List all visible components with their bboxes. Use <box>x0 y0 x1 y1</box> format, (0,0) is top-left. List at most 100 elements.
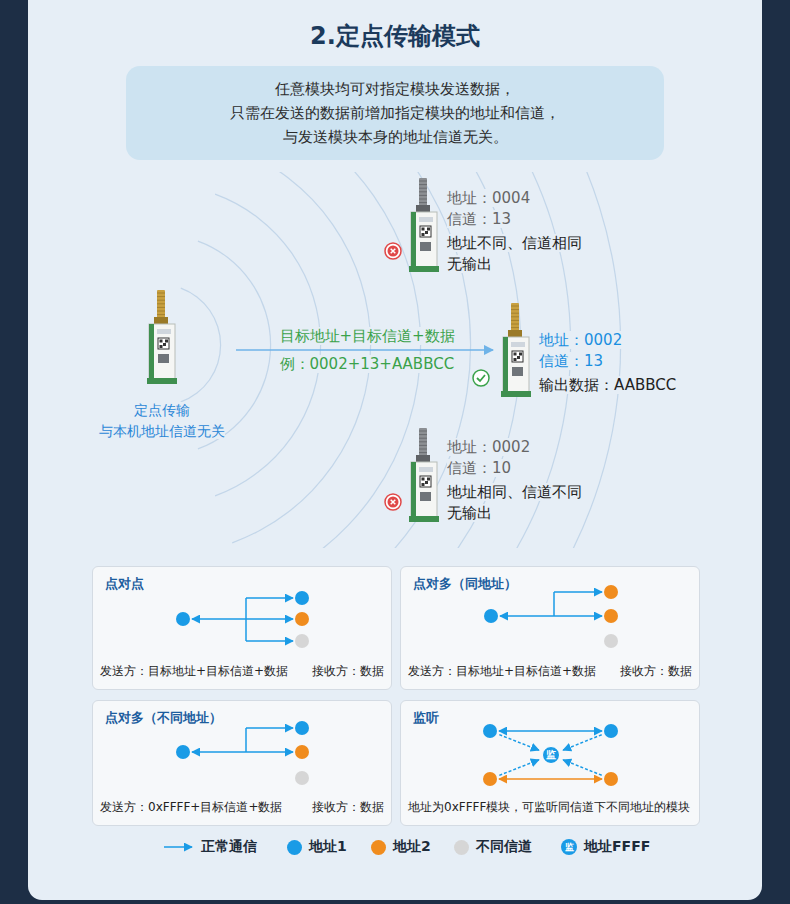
link-arrow <box>499 760 539 776</box>
mode-panel: 点对点发送方：目标地址+目标信道+数据接收方：数据 <box>92 566 392 690</box>
module-board <box>411 212 437 270</box>
link-arrow <box>246 640 293 642</box>
module-figure <box>147 290 177 384</box>
legend-text: 地址FFFF <box>584 838 650 856</box>
chip <box>420 242 431 251</box>
module-figure <box>501 303 531 397</box>
address-dot <box>604 724 618 738</box>
panel-note: 发送方：目标地址+目标信道+数据 <box>100 663 288 680</box>
panel-note: 发送方：目标地址+目标信道+数据 <box>408 663 596 680</box>
address-dot <box>295 612 309 626</box>
signal-wave <box>266 172 471 548</box>
antenna-nut <box>416 205 430 212</box>
description-box: 任意模块均可对指定模块发送数据， 只需在发送的数据前增加指定模块的地址和信道， … <box>126 66 664 160</box>
receiver-module: 地址：0002信道：13输出数据：AABBCC <box>497 303 739 399</box>
legend-item: 地址1 <box>287 838 347 856</box>
link-arrow <box>192 618 246 620</box>
board-strip <box>149 324 154 382</box>
module-setting: 地址：0002 <box>447 438 530 456</box>
pin-header <box>409 516 439 522</box>
panel-footer: 发送方：目标地址+目标信道+数据接收方：数据 <box>100 663 384 680</box>
module-setting: 信道：13 <box>447 210 511 228</box>
signal-wave <box>181 288 222 403</box>
antenna-thread <box>511 309 519 310</box>
module-text-column: 地址：0002信道：10地址相同、信道不同 无输出 <box>447 428 647 524</box>
antenna-thread <box>419 188 427 189</box>
module-figure <box>409 178 439 272</box>
module-board <box>149 324 175 382</box>
link-arrow <box>246 751 293 753</box>
module-drawing <box>143 290 181 386</box>
antenna-thread <box>511 320 519 321</box>
no-output-icon <box>385 243 401 259</box>
board-sticker <box>419 467 433 472</box>
link-arrow <box>245 728 247 752</box>
panel-heading: 点对多（同地址） <box>413 575 517 593</box>
edge-label: 目标地址+目标信道+数据 例：0002+13+AABBCC <box>280 327 455 373</box>
antenna-thread <box>419 199 427 200</box>
description-text: 任意模块均可对指定模块发送数据， 只需在发送的数据前增加指定模块的地址和信道， … <box>145 77 645 149</box>
qr-dot <box>514 353 517 356</box>
panel-footer: 地址为0xFFFF模块，可监听同信道下不同地址的模块 <box>408 799 692 816</box>
antenna-thread <box>419 441 427 442</box>
monitor-mark: 监 <box>565 842 574 852</box>
link-arrow <box>499 730 602 732</box>
legend-text: 不同信道 <box>476 838 532 856</box>
antenna-nut <box>508 330 522 337</box>
link-arrow <box>246 597 293 599</box>
monitor-node: 监 <box>542 746 560 764</box>
module-board <box>503 337 529 395</box>
decoration <box>385 243 401 259</box>
decoration <box>388 246 399 257</box>
antenna-thread <box>419 452 427 453</box>
link-arrow <box>246 727 293 729</box>
link-arrow <box>554 615 602 617</box>
antenna-nut <box>416 455 430 462</box>
antenna-thread <box>157 296 165 297</box>
address-dot <box>604 772 618 786</box>
antenna <box>419 178 427 207</box>
link-arrow <box>246 618 293 620</box>
qr-dot <box>427 478 430 481</box>
no-output-icon <box>385 494 401 510</box>
link-arrow <box>500 615 554 617</box>
decoration <box>473 370 489 386</box>
chip <box>512 367 523 376</box>
legend-monitor-swatch: 监 <box>561 839 577 855</box>
legend-item: 监地址FFFF <box>561 838 650 856</box>
antenna-thread <box>157 303 165 304</box>
legend-swatch <box>454 840 469 855</box>
pin-header <box>501 391 531 397</box>
text-row: 输出数据：AABBCC <box>539 375 739 396</box>
address-dot <box>604 634 618 648</box>
panel-heading: 监听 <box>413 709 439 727</box>
address-dot <box>295 771 309 785</box>
text-row: 定点传输 与本机地址信道无关 <box>92 400 232 442</box>
receiver-module: 地址：0004信道：13地址不同、信道相同 无输出 <box>405 178 647 275</box>
antenna-thread <box>157 314 165 315</box>
module-drawing <box>405 178 443 274</box>
qr-code <box>420 476 431 487</box>
address-dot <box>483 724 497 738</box>
decoration <box>477 375 485 381</box>
qr-dot <box>422 478 425 481</box>
module-text-column: 地址：0004信道：13地址不同、信道相同 无输出 <box>447 178 647 275</box>
legend-text: 地址2 <box>393 838 431 856</box>
mode-panel: 监 监听地址为0xFFFF模块，可监听同信道下不同地址的模块 <box>400 700 700 826</box>
qr-dot <box>163 343 166 346</box>
board-strip <box>411 462 416 520</box>
legend-text: 地址1 <box>309 838 347 856</box>
legend-arrow <box>164 846 192 848</box>
antenna-thread <box>419 184 427 185</box>
link-arrow <box>553 592 555 616</box>
antenna-thread <box>157 307 165 308</box>
qr-dot <box>422 483 425 486</box>
address-dot <box>295 745 309 759</box>
qr-code <box>420 226 431 237</box>
qr-dot <box>160 340 163 343</box>
board-sticker <box>157 329 171 334</box>
main-panel <box>28 0 762 900</box>
qr-code <box>158 338 169 349</box>
qr-dot <box>160 345 163 348</box>
